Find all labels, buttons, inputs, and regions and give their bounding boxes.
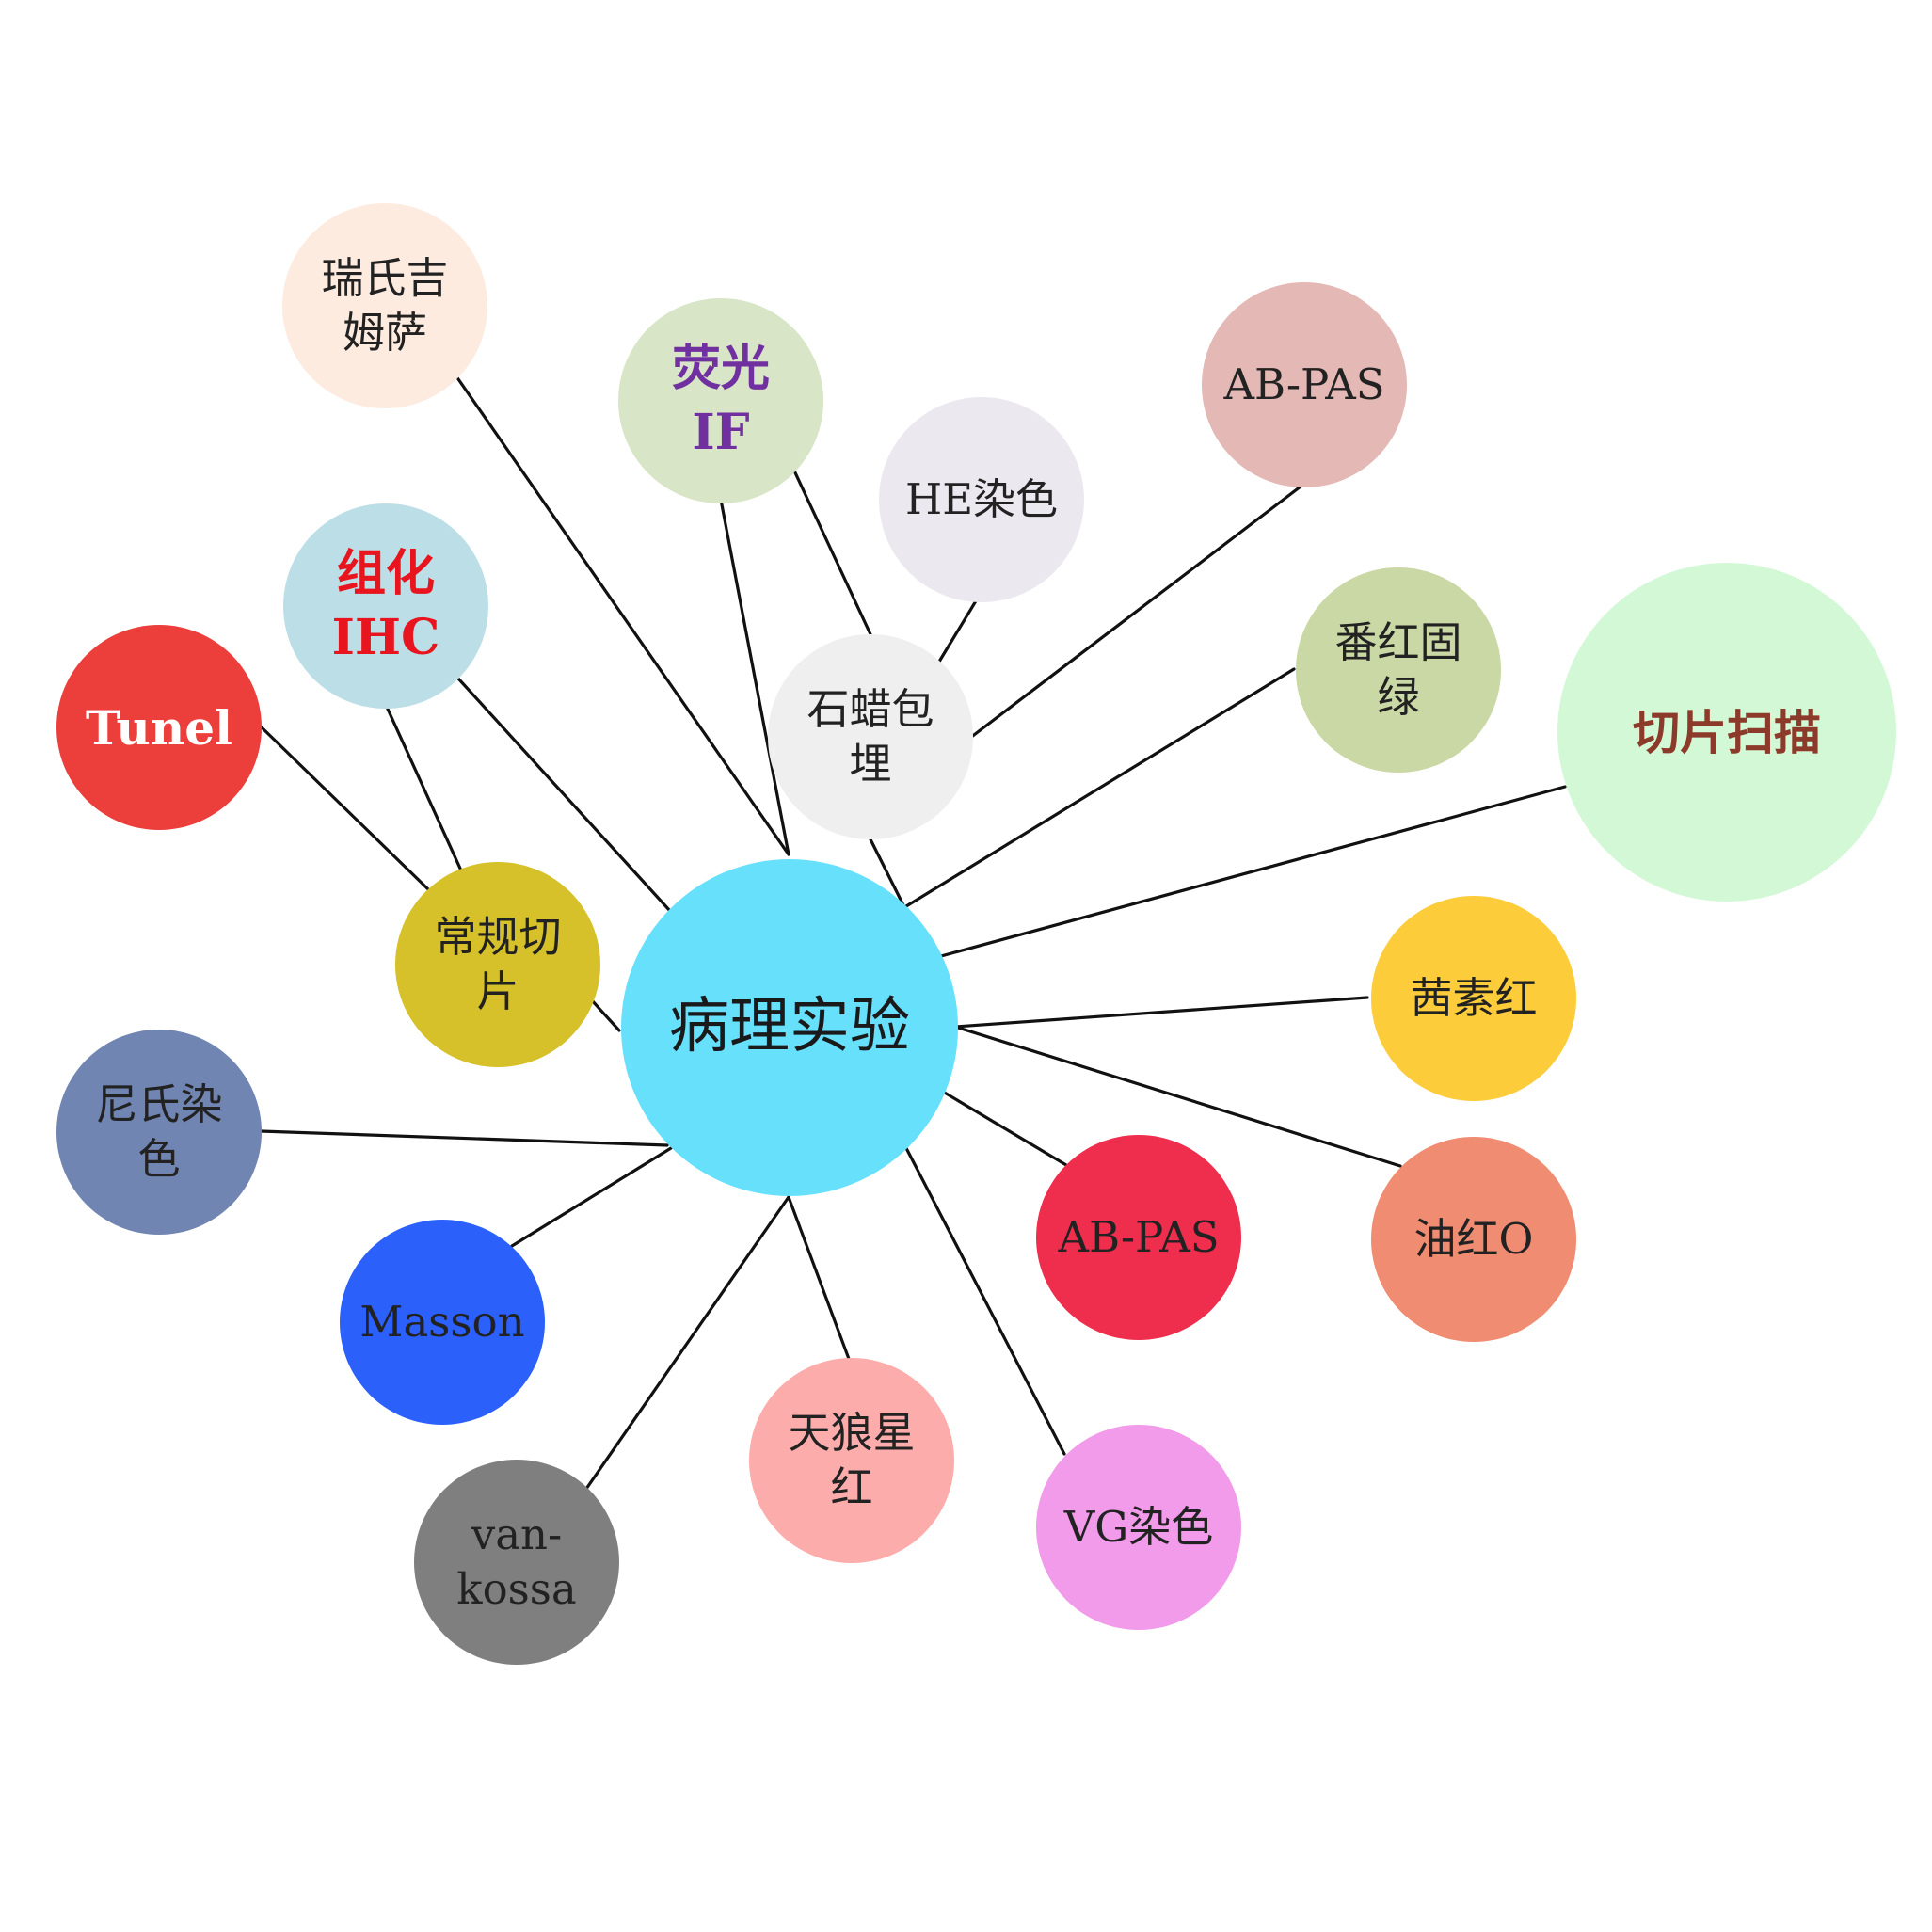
node-paraffin-embedding[interactable]: 石蜡包 埋 [768,634,973,839]
node-safranin-fast-green[interactable]: 番红固 绿 [1296,567,1501,773]
node-tunel[interactable]: Tunel [56,625,262,830]
node-label: Tunel [85,699,233,756]
link-root-vankossa [584,1195,790,1491]
link-root-nissl [259,1129,669,1147]
node-label: VG染色 [1063,1501,1214,1552]
node-vg-stain[interactable]: VG染色 [1036,1425,1241,1630]
node-label: 荧光 IF [671,340,770,461]
node-wright-giemsa[interactable]: 瑞氏吉 姆萨 [282,203,487,408]
link-root-paraffin [869,838,905,907]
node-label: Masson [359,1296,525,1347]
node-root-pathology-experiment[interactable]: 病理实验 [621,859,958,1196]
node-label: 常规切 片 [434,911,562,1017]
node-label: 石蜡包 埋 [806,683,934,790]
node-routine-section[interactable]: 常规切 片 [395,862,600,1067]
link-paraffin-he [937,593,982,663]
node-label: HE染色 [904,473,1059,524]
node-immunofluorescence[interactable]: 荧光 IF [618,298,823,503]
link-root-alizarin [953,996,1369,1029]
link-root-vg [904,1146,1066,1456]
node-label: 油红O [1413,1213,1534,1264]
link-paraffin-if [791,467,872,636]
link-root-if [719,498,790,856]
node-label: 瑞氏吉 姆萨 [321,252,449,359]
node-sirius-red[interactable]: 天狼星 红 [749,1358,954,1563]
link-paraffin-abpas1 [968,482,1306,740]
node-label: 番红固 绿 [1334,616,1462,723]
link-root-safranin [904,667,1296,908]
node-label: 切片扫描 [1633,704,1821,760]
node-label: 茜素红 [1410,972,1538,1023]
link-root-masson [510,1146,673,1248]
node-label: 天狼星 红 [788,1407,916,1513]
root-label: 病理实验 [669,992,910,1062]
link-root-abpas2 [941,1090,1068,1167]
node-nissl-stain[interactable]: 尼氏染 色 [56,1030,262,1235]
node-label: AB-PAS [1223,359,1385,409]
link-root-oilred [953,1025,1402,1168]
link-root-wright [455,375,790,856]
node-van-kossa[interactable]: van- kossa [414,1460,619,1665]
link-routine-ihc [384,703,463,872]
link-root-scan [939,785,1567,958]
link-routine-tunel [259,725,430,891]
node-slide-scanning[interactable]: 切片扫描 [1557,563,1896,902]
node-he-stain[interactable]: HE染色 [879,397,1084,602]
node-label: 尼氏染 色 [95,1078,223,1185]
node-ihc[interactable]: 组化 IHC [283,503,488,709]
node-label: 组化 IHC [331,545,440,666]
link-root-routine [589,998,621,1032]
node-alizarin-red[interactable]: 茜素红 [1371,896,1576,1101]
link-root-sirius [787,1195,851,1361]
node-masson[interactable]: Masson [340,1220,545,1425]
node-ab-pas-top[interactable]: AB-PAS [1202,282,1407,487]
node-label: van- kossa [456,1509,577,1615]
link-root-ihc [456,677,672,913]
node-ab-pas-bottom[interactable]: AB-PAS [1036,1135,1241,1340]
node-label: AB-PAS [1058,1211,1220,1262]
node-oil-red-o[interactable]: 油红O [1371,1137,1576,1342]
